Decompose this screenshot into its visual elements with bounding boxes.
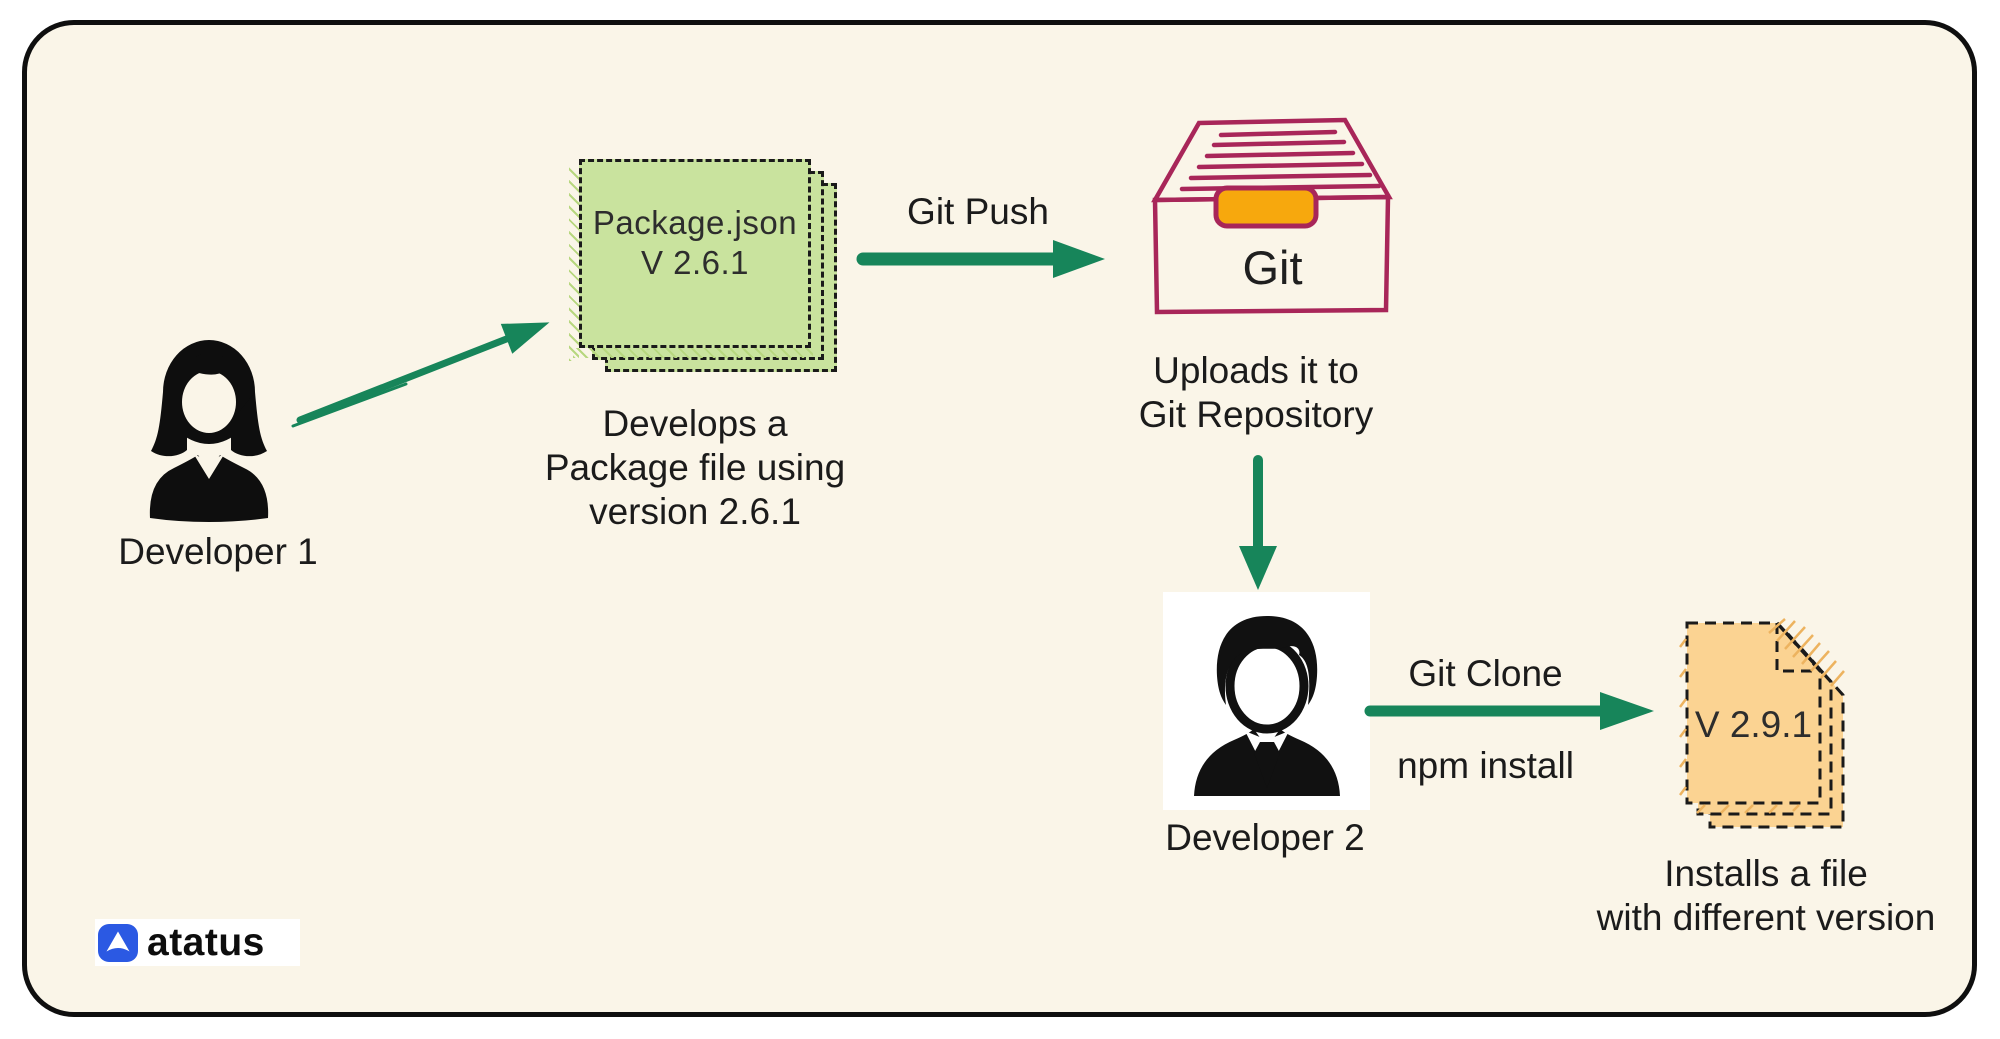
atatus-logo-icon (98, 923, 138, 962)
developer2-photo-box (1163, 592, 1370, 810)
package-hatch-shadow (573, 348, 813, 358)
developer2-label: Developer 2 (1165, 817, 1365, 858)
git-drawer-icon (1151, 117, 1393, 315)
installed-file-caption-line1: Installs a file (1664, 853, 1868, 894)
package-caption-line1: Develops a (602, 403, 788, 444)
installed-file-version: V 2.9.1 (1694, 704, 1813, 745)
npm-install-label: npm install (1397, 745, 1574, 786)
developer1-female-icon (149, 340, 269, 522)
developer2-male-icon (1193, 616, 1340, 796)
package-title: Package.json (592, 204, 798, 241)
git-box-caption-line2: Git Repository (1138, 394, 1374, 435)
arrow-dev2-to-file (1364, 692, 1654, 730)
diagram-panel (22, 20, 1977, 1017)
git-box-caption: Uploads it to Git Repository (1106, 349, 1406, 437)
arrow-git-to-dev2 (1239, 455, 1277, 590)
package-card-text: Package.json V 2.6.1 (579, 203, 811, 283)
arrow-package-to-git (856, 240, 1105, 278)
brand-logo: atatus (95, 919, 300, 966)
brand-name: atatus (147, 920, 265, 964)
package-caption-line3: version 2.6.1 (589, 491, 801, 532)
git-box-caption-line1: Uploads it to (1153, 350, 1359, 391)
package-sheet-front (579, 159, 811, 348)
git-box-label: Git (1242, 241, 1303, 294)
package-version: V 2.6.1 (640, 244, 750, 281)
package-caption: Develops a Package file using version 2.… (495, 402, 895, 534)
package-file-stack-icon: Package.json V 2.6.1 (569, 159, 859, 389)
installed-file-caption: Installs a file with different version (1566, 852, 1966, 940)
version-file-stack-icon (1679, 618, 1845, 829)
installed-file-caption-line2: with different version (1596, 897, 1936, 938)
package-hatch-shadow (569, 167, 579, 361)
package-caption-line2: Package file using (544, 447, 846, 488)
developer1-label: Developer 1 (118, 531, 318, 572)
git-clone-label: Git Clone (1408, 653, 1563, 694)
git-push-label: Git Push (907, 191, 1049, 232)
arrow-dev1-to-package (291, 322, 550, 428)
